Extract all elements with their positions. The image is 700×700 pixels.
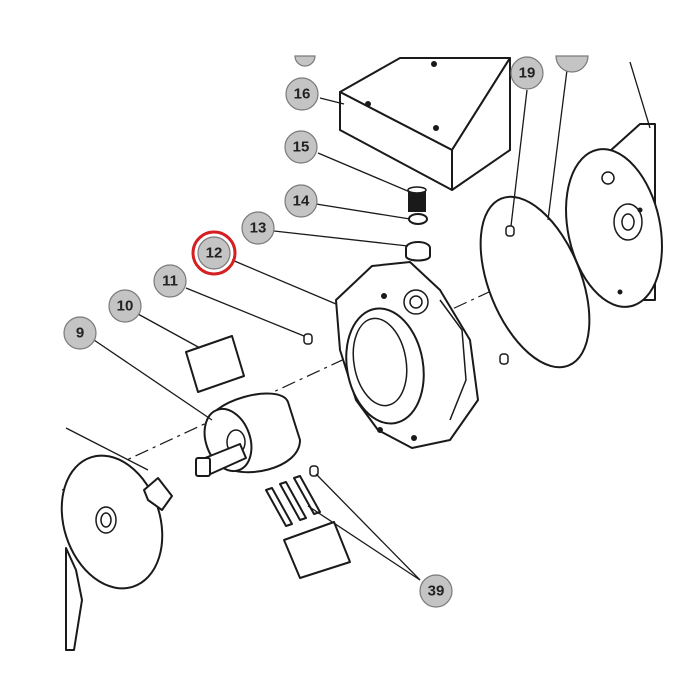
pin-11 xyxy=(303,333,313,345)
callout-19: 19 xyxy=(510,56,544,90)
spring-15 xyxy=(407,186,427,212)
callout-12-highlight-ring xyxy=(191,230,237,276)
callout-16: 16 xyxy=(285,77,319,111)
leader-13 xyxy=(273,230,409,247)
leader-ring xyxy=(547,61,569,221)
callout-11: 11 xyxy=(153,264,187,298)
cover-block-16 xyxy=(339,57,511,191)
left-flange-plate xyxy=(60,427,164,651)
shaft-key xyxy=(143,477,173,511)
leader-11 xyxy=(185,287,305,337)
square-plate-10 xyxy=(185,335,245,393)
blade-strips xyxy=(265,475,321,527)
leader-lines xyxy=(93,61,569,581)
callout-9-label: 9 xyxy=(76,325,84,342)
partial-callouts xyxy=(294,55,589,73)
leader-14 xyxy=(315,203,411,220)
pump-housing xyxy=(335,261,479,449)
callout-13-label: 13 xyxy=(250,220,267,237)
callout-9: 9 xyxy=(63,316,97,350)
o-ring-14 xyxy=(408,213,428,225)
callout-10-label: 10 xyxy=(117,298,134,315)
right-end-cover xyxy=(565,61,663,308)
leader-12 xyxy=(231,259,337,305)
callout-14-label: 14 xyxy=(293,193,310,210)
leader-19 xyxy=(510,89,528,227)
leader-39 xyxy=(315,473,421,581)
pin-lower xyxy=(309,465,319,477)
callout-39-label: 39 xyxy=(428,583,445,600)
leader-15 xyxy=(317,152,411,193)
plug-13 xyxy=(405,241,431,262)
callout-19-label: 19 xyxy=(519,65,536,82)
callout-11-label: 11 xyxy=(162,273,178,290)
callout-15: 15 xyxy=(284,130,318,164)
callout-16-label: 16 xyxy=(294,86,311,103)
callout-14: 14 xyxy=(284,184,318,218)
leader-16 xyxy=(319,97,345,105)
callout-10: 10 xyxy=(108,289,142,323)
callout-15-label: 15 xyxy=(293,139,310,156)
square-plate-lower xyxy=(283,521,351,579)
leader-9 xyxy=(93,339,213,421)
leader-39b xyxy=(307,505,421,581)
pin-right xyxy=(499,353,509,365)
callout-13: 13 xyxy=(241,211,275,245)
rotor xyxy=(195,392,301,477)
callout-12: 12 xyxy=(191,230,237,276)
leader-10 xyxy=(137,313,201,349)
callout-12-label: 12 xyxy=(206,245,223,262)
callout-39: 39 xyxy=(419,574,453,608)
